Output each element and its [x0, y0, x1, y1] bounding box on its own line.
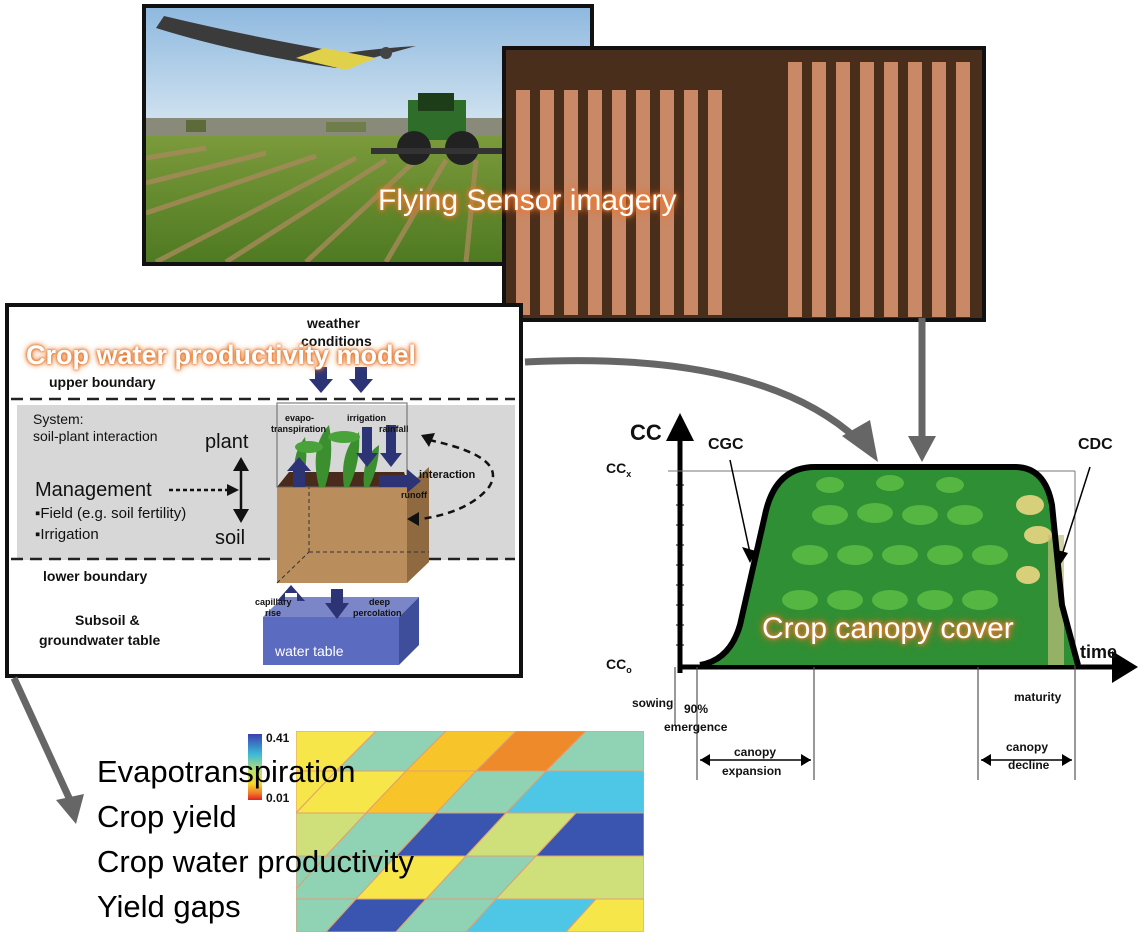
colorbar: [248, 734, 262, 800]
weather-label: weather: [307, 315, 360, 331]
percolation-label: percolation: [353, 608, 402, 618]
output-list: Evapotranspiration Crop yield Crop water…: [97, 749, 414, 929]
maturity-label: maturity: [1014, 690, 1062, 704]
cc0-sub: o: [626, 664, 632, 675]
transpiration-label: transpiration: [271, 424, 327, 434]
model-panel: weather conditions upper boundary System…: [5, 303, 523, 678]
colorbar-min: 0.01: [266, 791, 290, 805]
output-item: Crop water productivity: [97, 844, 415, 879]
expansion-label-2: expansion: [722, 764, 782, 778]
output-item: Yield gaps: [97, 889, 241, 924]
upper-boundary-label: upper boundary: [49, 374, 156, 390]
deep-label: deep: [369, 597, 391, 607]
ccx-label: CCx: [606, 460, 631, 479]
output-item: Evapotranspiration: [97, 754, 356, 789]
time-axis-label: time: [1080, 642, 1118, 662]
interaction-label: interaction: [419, 469, 476, 481]
aerial-field-image: [506, 50, 982, 318]
cc0-label: CCo: [606, 656, 632, 675]
colorbar-max: 0.41: [266, 731, 290, 745]
pct90-label: 90%: [684, 702, 709, 716]
soil-label: soil: [215, 527, 246, 549]
evapo-label: evapo-: [285, 413, 315, 423]
model-title: Crop water productivity model: [26, 340, 417, 370]
system-sub-label: soil-plant interaction: [33, 428, 158, 444]
cc0-main: CC: [606, 656, 627, 672]
rise-label: rise: [265, 608, 282, 618]
emergence-label: emergence: [664, 720, 728, 734]
output-item: Crop yield: [97, 799, 237, 834]
subsoil-label: Subsoil &: [75, 612, 140, 628]
decline-label-1: canopy: [1006, 740, 1049, 754]
aerial-image-panel: [502, 46, 986, 322]
runoff-label: runoff: [401, 490, 427, 500]
irrigation-label: irrigation: [347, 413, 387, 423]
rainfall-label: rainfall: [379, 424, 409, 434]
system-label: System:: [33, 411, 84, 427]
canopy-cover-title: Crop canopy cover: [762, 612, 1014, 645]
cc-axis-label: CC: [630, 420, 662, 445]
irrigation-item: ▪Irrigation: [35, 526, 99, 543]
result-map: [296, 731, 644, 932]
water-table-label: water table: [275, 643, 344, 659]
cdc-label: CDC: [1078, 436, 1113, 453]
management-label: Management: [35, 479, 152, 501]
plant-label: plant: [205, 431, 249, 453]
ccx-main: CC: [606, 460, 627, 476]
expansion-label-1: canopy: [734, 745, 777, 759]
decline-label-2: decline: [1008, 758, 1050, 772]
canopy-cover-chart: [666, 413, 1138, 780]
lower-boundary-label: lower boundary: [43, 568, 148, 584]
cgc-label: CGC: [708, 436, 744, 453]
conditions-label: conditions: [301, 333, 372, 349]
groundwater-label: groundwater table: [39, 632, 161, 648]
ccx-sub: x: [626, 468, 632, 479]
capillary-label: capillary: [255, 597, 292, 607]
model-diagram: [11, 367, 515, 665]
field-item: ▪Field (e.g. soil fertility): [35, 505, 187, 522]
sensor-imagery-title: Flying Sensor imagery: [378, 184, 677, 217]
sowing-label: sowing: [632, 696, 674, 710]
